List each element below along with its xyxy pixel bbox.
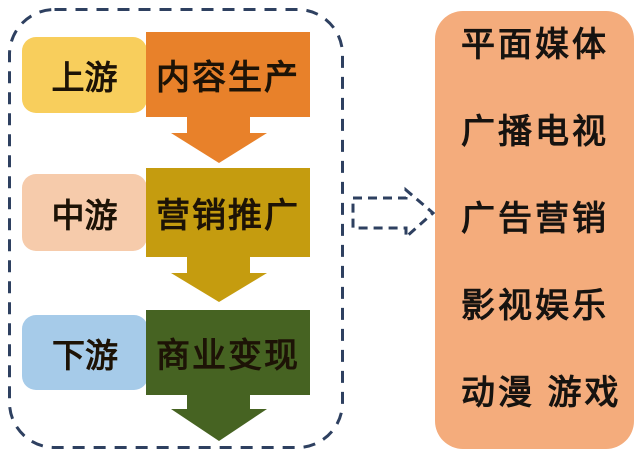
application-item: 影视娱乐 — [461, 287, 609, 325]
midstream-label: 中游 — [22, 174, 147, 251]
downstream-label: 下游 — [22, 315, 148, 390]
application-item: 广播电视 — [461, 113, 609, 151]
application-item: 广告营销 — [461, 200, 609, 238]
applications-panel: 平面媒体 广播电视 广告营销 影视娱乐 动漫 游戏 — [435, 11, 634, 449]
flow-connector-arrow-icon — [351, 186, 436, 241]
application-item: 动漫 游戏 — [461, 374, 622, 412]
application-item: 平面媒体 — [461, 26, 609, 64]
down-arrow-midstream-icon — [171, 257, 267, 302]
midstream-stage: 营销推广 — [146, 168, 310, 257]
downstream-stage: 商业变现 — [146, 310, 310, 395]
upstream-stage: 内容生产 — [146, 32, 310, 117]
upstream-label: 上游 — [22, 37, 147, 113]
down-arrow-upstream-icon — [171, 117, 267, 163]
pipeline-panel-dashed-border — [8, 8, 344, 449]
down-arrow-downstream-icon — [171, 395, 267, 441]
